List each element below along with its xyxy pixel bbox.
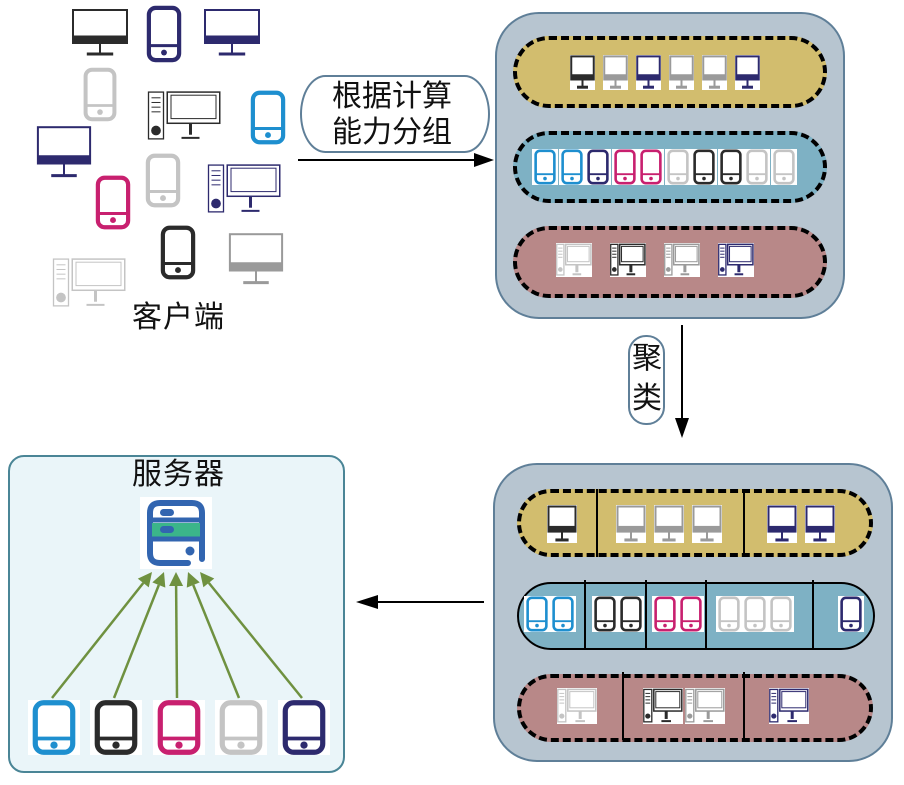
desktop-computer-icon <box>664 243 700 277</box>
server-label: 服务器 <box>132 457 225 492</box>
desktop-computer-icon <box>557 688 597 724</box>
monitor-icon <box>228 233 284 285</box>
phone-icon <box>638 149 664 185</box>
phone-icon <box>652 596 678 632</box>
monitor-icon <box>805 505 835 543</box>
desktop-computer-icon <box>207 164 281 213</box>
cluster-divider <box>705 580 707 648</box>
desktop-computer-icon <box>769 688 809 724</box>
phone-icon <box>611 149 638 185</box>
monitor-icon <box>204 9 260 56</box>
cluster-divider <box>812 580 814 648</box>
arrow-left-icon <box>356 595 484 609</box>
phone-icon <box>592 596 618 632</box>
monitor-icon <box>767 505 797 543</box>
phone-icon <box>83 67 117 122</box>
arrow-right-icon <box>298 153 494 167</box>
phone-icon <box>215 700 267 755</box>
desktop-computer-icon <box>52 258 126 307</box>
cluster-divider <box>743 489 745 557</box>
phone-icon <box>717 149 744 185</box>
upload-arrow-head <box>137 572 152 588</box>
upload-arrow-line <box>174 585 179 699</box>
phone-icon <box>744 149 770 185</box>
phone-icon <box>742 596 768 632</box>
desktop-computer-icon <box>718 243 754 277</box>
upload-arrow-line <box>51 582 145 699</box>
phone-icon <box>532 149 558 185</box>
monitor-icon <box>692 505 722 543</box>
monitor-icon <box>570 55 595 90</box>
group-step-label-line1: 根据计算 <box>332 79 452 114</box>
upload-arrow-head <box>169 572 184 587</box>
monitor-icon <box>636 55 661 90</box>
clients-label: 客户端 <box>132 300 225 335</box>
cluster-divider <box>622 672 624 740</box>
desktop-computer-icon <box>643 688 683 724</box>
phone-icon <box>278 700 330 755</box>
cluster-step-label-line1: 聚 <box>632 341 662 376</box>
phone-icon <box>95 175 131 230</box>
cluster-bubble: 聚 类 <box>628 335 665 425</box>
phone-icon <box>28 700 80 755</box>
monitor-icon <box>702 55 727 90</box>
group-by-capability-bubble: 根据计算 能力分组 <box>300 75 490 153</box>
phone-icon <box>146 5 182 63</box>
phone-icon <box>550 596 576 632</box>
cluster-step-label-line2: 类 <box>632 381 662 416</box>
upload-arrow-line <box>192 584 241 699</box>
cluster-divider <box>584 580 586 648</box>
phone-icon <box>770 149 797 185</box>
phone-icon <box>664 149 691 185</box>
phone-icon <box>160 225 196 280</box>
monitor-icon <box>36 126 92 178</box>
phone-icon <box>678 596 704 632</box>
cluster-divider <box>596 489 598 557</box>
arrow-down-icon <box>675 325 689 438</box>
upload-arrow-head <box>152 572 166 588</box>
phone-icon <box>558 149 585 185</box>
upload-arrow-line <box>207 582 303 699</box>
cluster-divider <box>645 580 647 648</box>
phone-icon <box>618 596 644 632</box>
phone-icon <box>585 149 611 185</box>
server-icon <box>140 497 212 569</box>
phone-icon <box>90 700 142 755</box>
phone-icon <box>153 700 205 755</box>
monitor-icon <box>72 9 128 56</box>
phone-icon <box>691 149 717 185</box>
monitor-icon <box>603 55 628 90</box>
monitor-icon <box>616 505 646 543</box>
desktop-computer-icon <box>556 243 592 277</box>
phone-icon <box>250 90 286 145</box>
upload-arrow-head <box>186 572 200 588</box>
monitor-icon <box>547 505 577 543</box>
phone-icon <box>524 596 550 632</box>
monitor-icon <box>735 55 760 90</box>
phone-icon <box>768 596 794 632</box>
monitor-icon <box>669 55 694 90</box>
desktop-computer-icon <box>147 91 221 140</box>
phone-icon <box>838 596 864 632</box>
desktop-computer-icon <box>610 243 646 277</box>
phone-icon <box>716 596 742 632</box>
upload-arrow-line <box>112 584 160 699</box>
monitor-icon <box>654 505 684 543</box>
cluster-divider <box>743 672 745 740</box>
phone-clusters <box>517 582 875 650</box>
group-step-label-line2: 能力分组 <box>332 115 452 150</box>
phone-icon <box>145 153 181 208</box>
desktop-computer-icon <box>685 688 725 724</box>
upload-arrow-head <box>200 572 215 588</box>
